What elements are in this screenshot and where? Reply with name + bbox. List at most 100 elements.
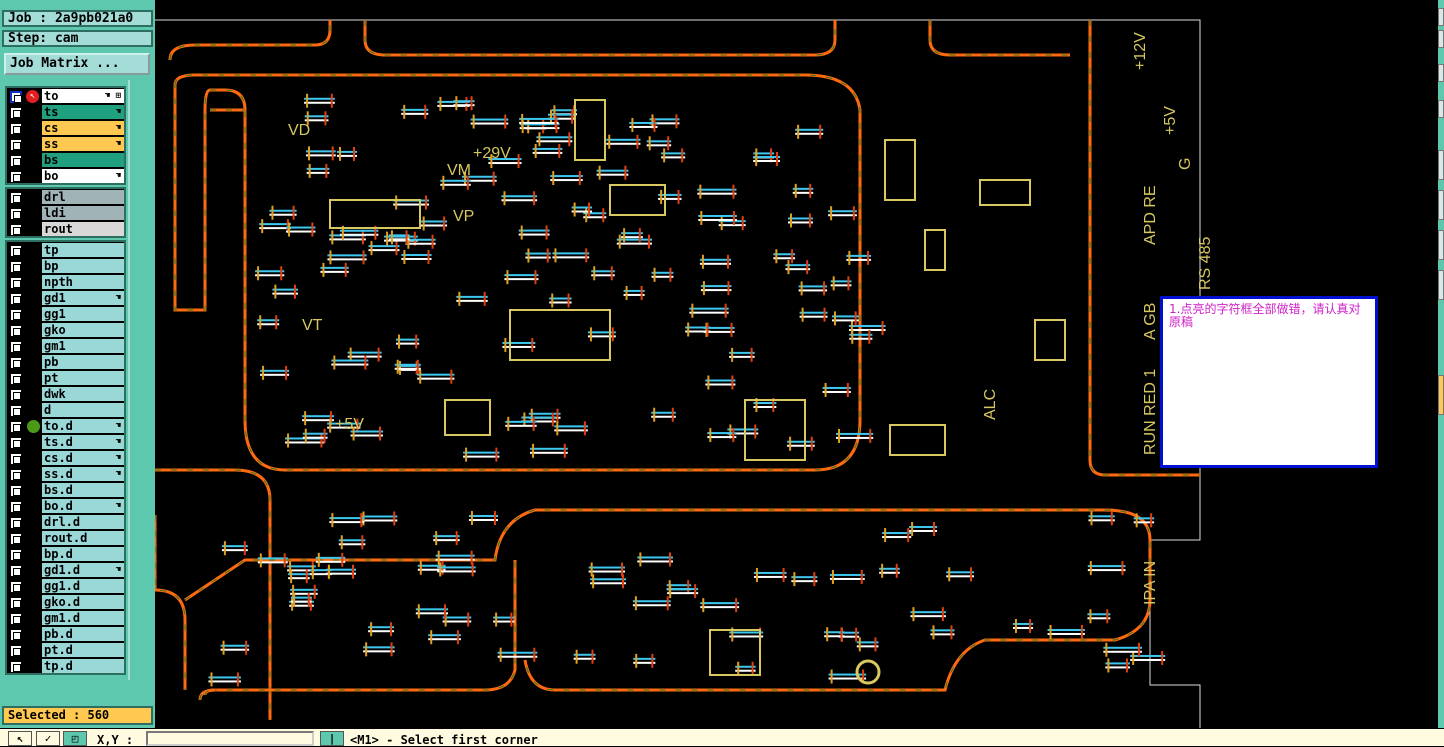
layer-affected-checkbox[interactable]	[10, 171, 22, 183]
layer-name[interactable]: pb	[42, 355, 124, 369]
layer-row-pb[interactable]: pb	[7, 355, 124, 370]
layer-affected-checkbox[interactable]	[10, 261, 22, 273]
toolbar-button[interactable]	[1438, 100, 1444, 118]
layer-row-ts[interactable]: ts☚	[7, 105, 124, 120]
layer-name[interactable]: ldi	[42, 206, 124, 220]
layer-name[interactable]: bo☚	[42, 169, 124, 183]
layer-affected-checkbox[interactable]	[10, 645, 22, 657]
layer-name[interactable]: to☚ ⊞	[42, 89, 124, 103]
layer-affected-checkbox[interactable]	[10, 453, 22, 465]
layer-affected-checkbox[interactable]	[10, 123, 22, 135]
layer-row-bo-d[interactable]: bo.d☚	[7, 499, 124, 514]
layer-row-pb-d[interactable]: pb.d	[7, 627, 124, 642]
layer-row-ss-d[interactable]: ss.d☚	[7, 467, 124, 482]
layer-row-ss[interactable]: ss☚	[7, 137, 124, 152]
layer-affected-checkbox[interactable]	[10, 613, 22, 625]
layer-affected-checkbox[interactable]	[10, 107, 22, 119]
layer-row-bs[interactable]: bs	[7, 153, 124, 168]
layer-affected-checkbox[interactable]	[10, 437, 22, 449]
layer-name[interactable]: d	[42, 403, 124, 417]
layer-name[interactable]: to.d☚	[42, 419, 124, 433]
layer-row-cs-d[interactable]: cs.d☚	[7, 451, 124, 466]
layer-row-gd1-d[interactable]: gd1.d☚	[7, 563, 124, 578]
layer-row-ts-d[interactable]: ts.d☚	[7, 435, 124, 450]
info-button[interactable]: |	[320, 731, 344, 746]
layer-row-tp-d[interactable]: tp.d	[7, 659, 124, 674]
layer-affected-checkbox[interactable]	[10, 139, 22, 151]
layer-row-pt-d[interactable]: pt.d	[7, 643, 124, 658]
toolbar-button[interactable]	[1438, 150, 1444, 180]
layer-row-gko[interactable]: gko	[7, 323, 124, 338]
layer-name[interactable]: gko	[42, 323, 124, 337]
layer-name[interactable]: bp.d	[42, 547, 124, 561]
layer-affected-checkbox[interactable]	[10, 469, 22, 481]
layer-row-gm1-d[interactable]: gm1.d	[7, 611, 124, 626]
layer-name[interactable]: ss.d☚	[42, 467, 124, 481]
layer-name[interactable]: drl.d	[42, 515, 124, 529]
layer-row-ldi[interactable]: ldi	[7, 206, 124, 221]
layer-scrollbar[interactable]	[128, 80, 152, 680]
layer-affected-checkbox[interactable]	[10, 597, 22, 609]
check-icon[interactable]: ✓	[36, 731, 60, 746]
layer-affected-checkbox[interactable]	[10, 389, 22, 401]
layer-name[interactable]: drl	[42, 190, 124, 204]
layer-affected-checkbox[interactable]	[10, 208, 22, 220]
layer-row-d[interactable]: d	[7, 403, 124, 418]
layer-affected-checkbox[interactable]	[10, 517, 22, 529]
layer-affected-checkbox[interactable]	[10, 581, 22, 593]
layer-row-gko-d[interactable]: gko.d	[7, 595, 124, 610]
layer-row-bs-d[interactable]: bs.d	[7, 483, 124, 498]
layer-row-bp-d[interactable]: bp.d	[7, 547, 124, 562]
layer-row-gg1-d[interactable]: gg1.d	[7, 579, 124, 594]
layer-row-bo[interactable]: bo☚	[7, 169, 124, 184]
layer-row-drl[interactable]: drl	[7, 190, 124, 205]
layer-row-tp[interactable]: tp	[7, 243, 124, 258]
layer-affected-checkbox[interactable]	[10, 533, 22, 545]
layer-name[interactable]: bs	[42, 153, 124, 167]
layer-name[interactable]: npth	[42, 275, 124, 289]
layer-name[interactable]: tp	[42, 243, 124, 257]
layer-row-gm1[interactable]: gm1	[7, 339, 124, 354]
layer-name[interactable]: gko.d	[42, 595, 124, 609]
layer-row-pt[interactable]: pt	[7, 371, 124, 386]
toolbar-button[interactable]	[1438, 230, 1444, 260]
toolbar-button[interactable]	[1438, 270, 1444, 300]
layer-affected-checkbox[interactable]	[10, 661, 22, 673]
layer-name[interactable]: cs☚	[42, 121, 124, 135]
xy-input[interactable]	[146, 731, 314, 746]
toolbar-button[interactable]	[1438, 190, 1444, 220]
layer-name[interactable]: pt.d	[42, 643, 124, 657]
layer-name[interactable]: bp	[42, 259, 124, 273]
layer-row-bp[interactable]: bp	[7, 259, 124, 274]
layer-affected-checkbox[interactable]	[10, 549, 22, 561]
layer-name[interactable]: ts.d☚	[42, 435, 124, 449]
layer-affected-checkbox[interactable]	[10, 309, 22, 321]
layer-row-dwk[interactable]: dwk	[7, 387, 124, 402]
layer-name[interactable]: ts☚	[42, 105, 124, 119]
layer-affected-checkbox[interactable]	[10, 629, 22, 641]
layer-affected-checkbox[interactable]	[10, 224, 22, 236]
layer-affected-checkbox[interactable]	[10, 341, 22, 353]
layer-affected-checkbox[interactable]	[10, 325, 22, 337]
layer-affected-checkbox[interactable]	[10, 501, 22, 513]
layer-name[interactable]: gd1☚	[42, 291, 124, 305]
layer-name[interactable]: cs.d☚	[42, 451, 124, 465]
layer-name[interactable]: rout.d	[42, 531, 124, 545]
layer-affected-checkbox[interactable]	[10, 421, 22, 433]
layer-name[interactable]: rout	[42, 222, 124, 236]
toolbar-button[interactable]	[1438, 64, 1444, 82]
layer-affected-checkbox[interactable]	[10, 245, 22, 257]
layer-name[interactable]: pt	[42, 371, 124, 385]
layer-affected-checkbox[interactable]	[10, 91, 22, 103]
layer-name[interactable]: bo.d☚	[42, 499, 124, 513]
layer-affected-checkbox[interactable]	[10, 293, 22, 305]
layer-row-to-d[interactable]: to.d☚	[7, 419, 124, 434]
layer-name[interactable]: gm1	[42, 339, 124, 353]
toolbar-button[interactable]	[1438, 8, 1444, 26]
layer-affected-checkbox[interactable]	[10, 565, 22, 577]
layer-name[interactable]: bs.d	[42, 483, 124, 497]
layer-name[interactable]: tp.d	[42, 659, 124, 673]
layer-affected-checkbox[interactable]	[10, 277, 22, 289]
layer-affected-checkbox[interactable]	[10, 192, 22, 204]
